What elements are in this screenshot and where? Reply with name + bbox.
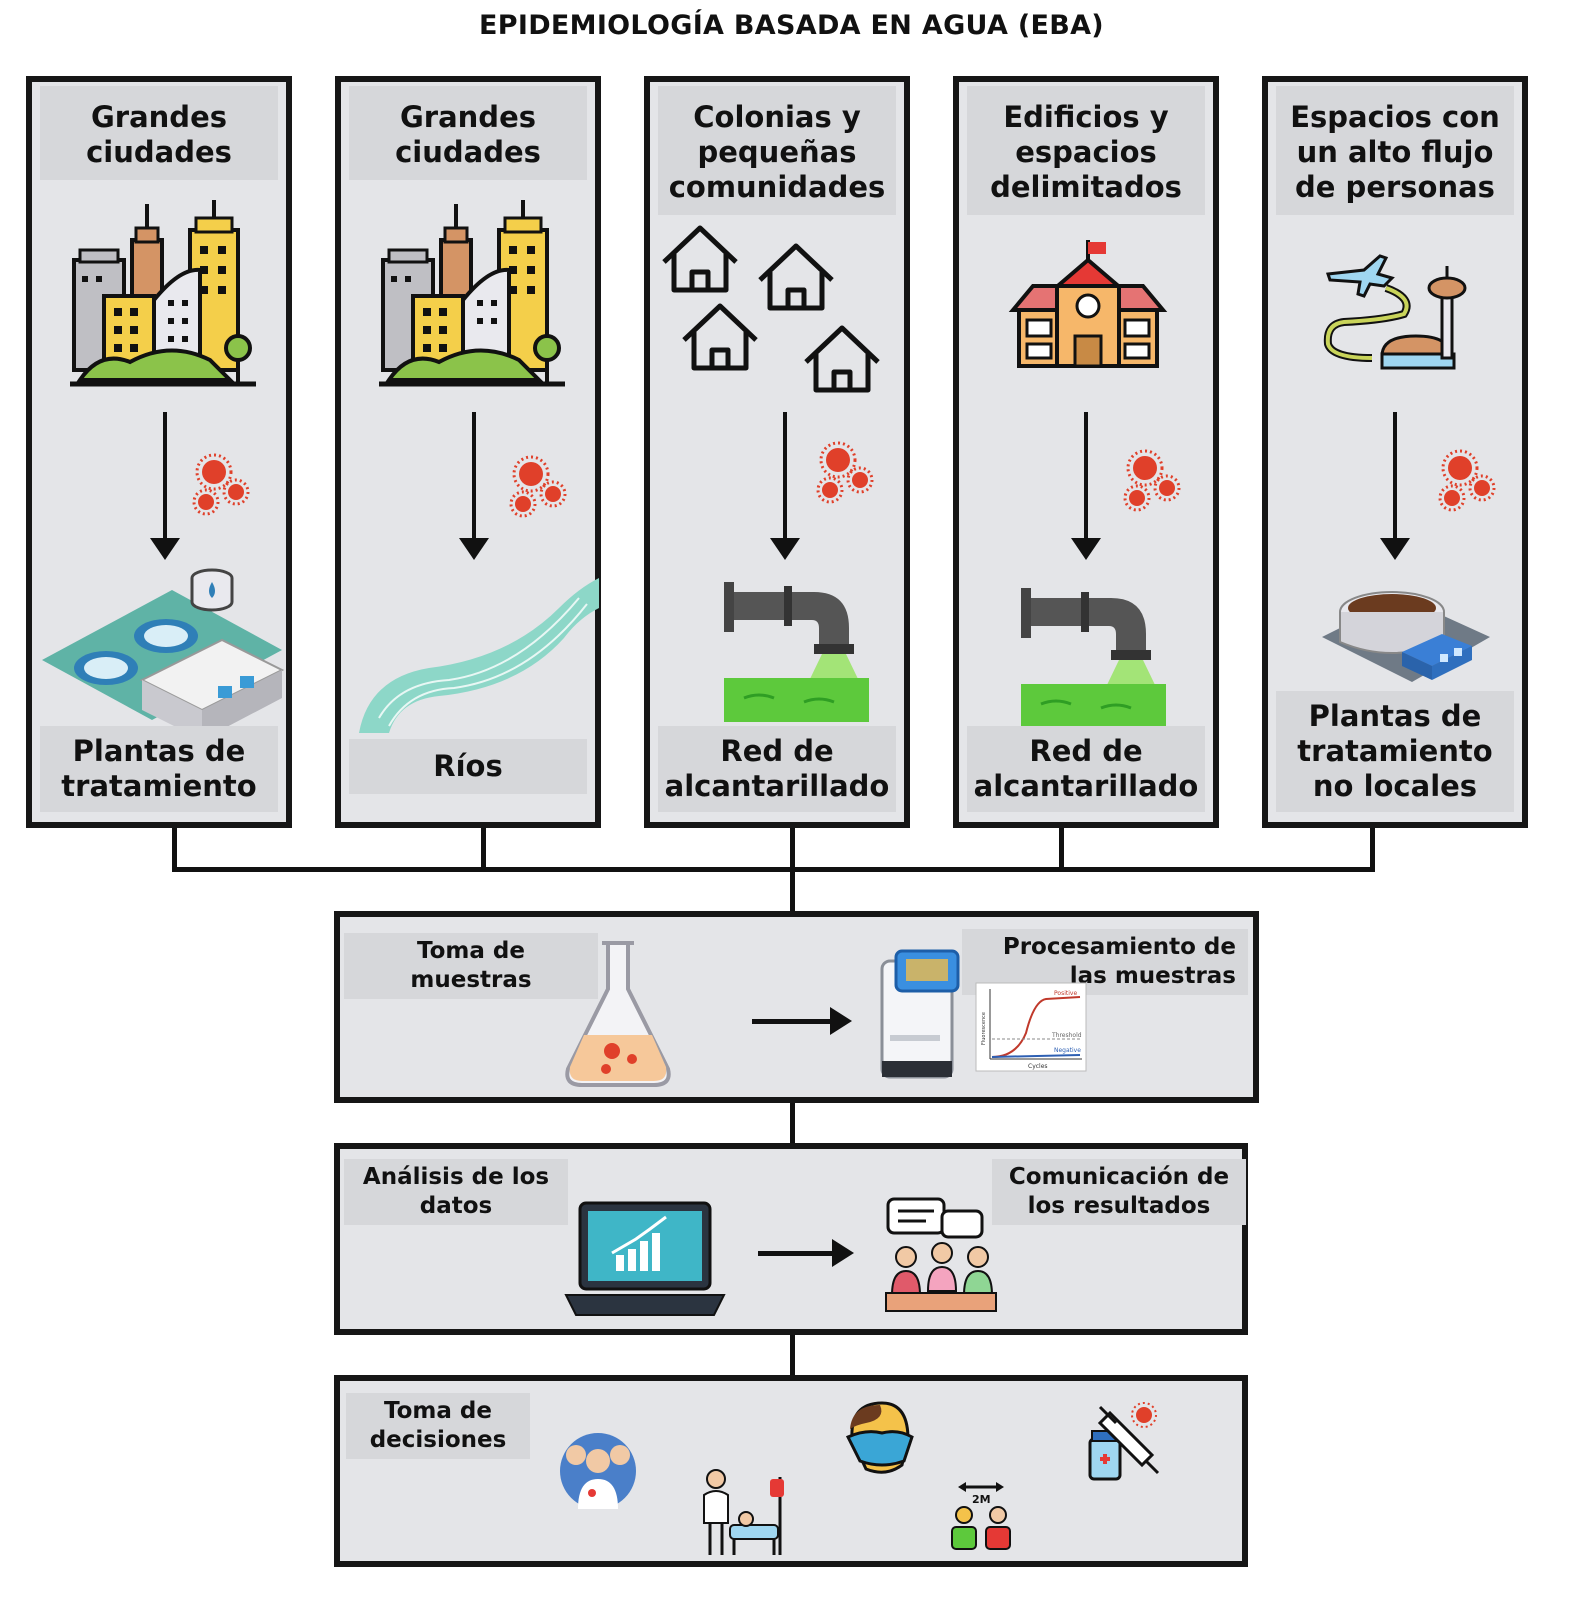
negative-label: Negative	[1054, 1047, 1081, 1054]
laptop-chart-icon	[564, 1201, 726, 1316]
sampling-label: Toma de muestras	[344, 933, 598, 999]
water-tank-plant-icon	[1322, 591, 1490, 682]
city-buildings-icon	[379, 200, 565, 387]
communication-label: Comunicación de los resultados	[992, 1159, 1246, 1225]
destination-label: Plantas de tratamiento no locales	[1276, 691, 1514, 812]
vaccine-icon	[1088, 1402, 1160, 1481]
face-mask-icon	[845, 1401, 914, 1474]
source-label: Espacios con un alto flujo de personas	[1276, 86, 1514, 215]
connector-line	[790, 1332, 795, 1380]
positive-label: Positive	[1054, 990, 1077, 997]
virus-icon	[192, 453, 250, 516]
source-column-2: Grandes ciudades	[335, 76, 601, 828]
school-building-icon	[1008, 240, 1168, 368]
destination-label: Red de alcantarillado	[658, 726, 896, 812]
source-column-5: Espacios con un alto flujo de personas P…	[1262, 76, 1528, 828]
data-analysis-label: Análisis de los datos	[344, 1159, 568, 1225]
flow-arrow	[1380, 412, 1410, 560]
connector-line	[172, 828, 177, 870]
svg-text:2M: 2M	[972, 1493, 991, 1506]
decision-making-stage: Toma de decisiones 2M	[334, 1375, 1248, 1567]
y-axis-label: Fluorescence	[981, 1012, 987, 1045]
virus-icon	[1123, 449, 1181, 512]
diagram-title: EPIDEMIOLOGÍA BASADA EN AGUA (EBA)	[479, 10, 1104, 41]
threshold-label: Threshold	[1051, 1032, 1082, 1039]
processing-label: Procesamiento de las muestras	[962, 929, 1248, 995]
connector-bus	[172, 867, 1375, 872]
x-axis-label: Cycles	[1028, 1063, 1048, 1070]
hospital-patient-icon	[703, 1469, 784, 1555]
source-label: Grandes ciudades	[40, 86, 278, 180]
process-arrow	[758, 1239, 854, 1267]
virus-icon	[816, 441, 874, 504]
flow-arrow	[1071, 412, 1101, 560]
flow-arrow	[770, 412, 800, 560]
sewer-pipe-icon	[724, 582, 869, 722]
city-buildings-icon	[70, 200, 256, 387]
destination-label: Plantas de tratamiento	[40, 726, 278, 812]
pcr-amplification-chart: Positive Threshold Negative Cycles Fluor…	[975, 982, 1087, 1072]
sewer-pipe-icon	[1021, 588, 1166, 728]
houses-icon	[662, 225, 880, 393]
medical-staff-icon	[560, 1433, 636, 1509]
source-label: Edificios y espacios delimitados	[967, 86, 1205, 215]
process-arrow	[752, 1007, 852, 1035]
destination-label: Red de alcantarillado	[967, 726, 1205, 812]
social-distancing-icon: 2M	[951, 1482, 1011, 1550]
decision-making-label: Toma de decisiones	[346, 1393, 530, 1459]
virus-icon	[1438, 449, 1496, 512]
river-icon	[359, 578, 599, 733]
source-label: Grandes ciudades	[349, 86, 587, 180]
connector-line	[790, 1100, 795, 1148]
source-column-3: Colonias y pequeñas comunidades Red de a…	[644, 76, 910, 828]
airport-icon	[1323, 254, 1467, 370]
flow-arrow	[459, 412, 489, 560]
treatment-plant-icon	[42, 568, 285, 740]
sampling-processing-stage: Toma de muestras Procesamiento de las mu…	[334, 911, 1259, 1103]
pcr-machine-icon	[880, 949, 960, 1079]
flow-arrow	[150, 412, 180, 560]
connector-line	[481, 828, 486, 870]
source-column-4: Edificios y espacios delimitados Red de …	[953, 76, 1219, 828]
connector-line	[1370, 828, 1375, 870]
analysis-communication-stage: Análisis de los datos Comunicación de lo…	[334, 1143, 1248, 1335]
destination-label: Ríos	[349, 739, 587, 794]
connector-line	[1059, 828, 1064, 870]
source-column-1: Grandes ciudades	[26, 76, 292, 828]
flask-icon	[565, 941, 671, 1087]
meeting-communication-icon	[885, 1197, 997, 1312]
source-label: Colonias y pequeñas comunidades	[658, 86, 896, 215]
virus-icon	[509, 455, 567, 518]
